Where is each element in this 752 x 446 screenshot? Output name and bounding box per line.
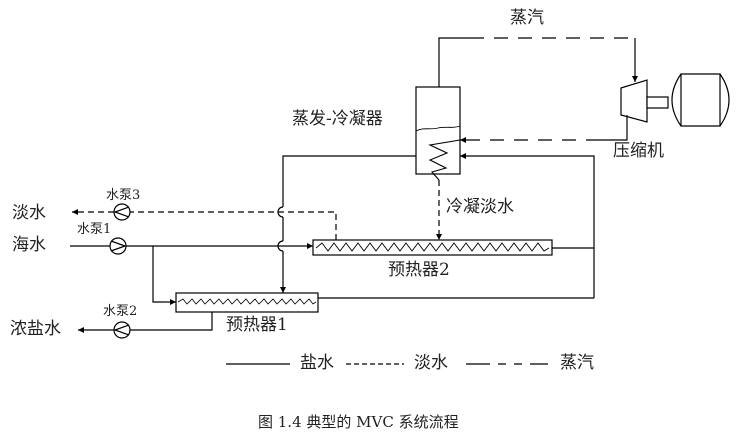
label-seawater-in: 海水 [12, 235, 46, 255]
compressor [620, 79, 669, 123]
label-brine-out: 浓盐水 [10, 319, 61, 339]
legend-label-steam: 蒸汽 [560, 353, 594, 373]
preheater-2 [312, 239, 553, 256]
label-steam-top: 蒸汽 [510, 8, 544, 28]
label-fresh-water-out: 淡水 [12, 203, 46, 223]
condenser-coil [428, 139, 461, 181]
label-evaporator-condenser: 蒸发-冷凝器 [292, 109, 383, 129]
label-pump1: 水泵1 [77, 222, 112, 237]
label-preheater1: 预热器1 [226, 315, 288, 335]
fresh-water-line [130, 211, 337, 240]
compressed-steam-line [460, 115, 628, 143]
label-compressor: 压缩机 [613, 141, 664, 161]
preheater-1-coil [177, 298, 317, 305]
label-preheater2: 预热器2 [388, 260, 450, 280]
pump-1-icon [109, 237, 127, 255]
legend-label-brine: 盐水 [300, 353, 334, 373]
preheater-2-coil [315, 242, 550, 252]
pump-3-icon [113, 203, 131, 221]
evaporator-condenser [415, 86, 461, 181]
brine-return-loop [318, 153, 595, 299]
legend-label-fresh-water: 淡水 [414, 353, 448, 373]
pump-2-icon [113, 321, 131, 339]
label-pump3: 水泵3 [106, 188, 141, 203]
preheater-1 [175, 292, 319, 313]
motor [671, 73, 730, 127]
brine-out-line [78, 312, 213, 333]
label-condensed-fresh-water: 冷凝淡水 [446, 197, 514, 217]
figure-caption: 图 1.4 典型的 MVC 系统流程 [258, 413, 459, 431]
label-pump2: 水泵2 [103, 304, 138, 319]
seawater-line [70, 243, 313, 305]
steam-line-to-compressor [438, 37, 638, 87]
